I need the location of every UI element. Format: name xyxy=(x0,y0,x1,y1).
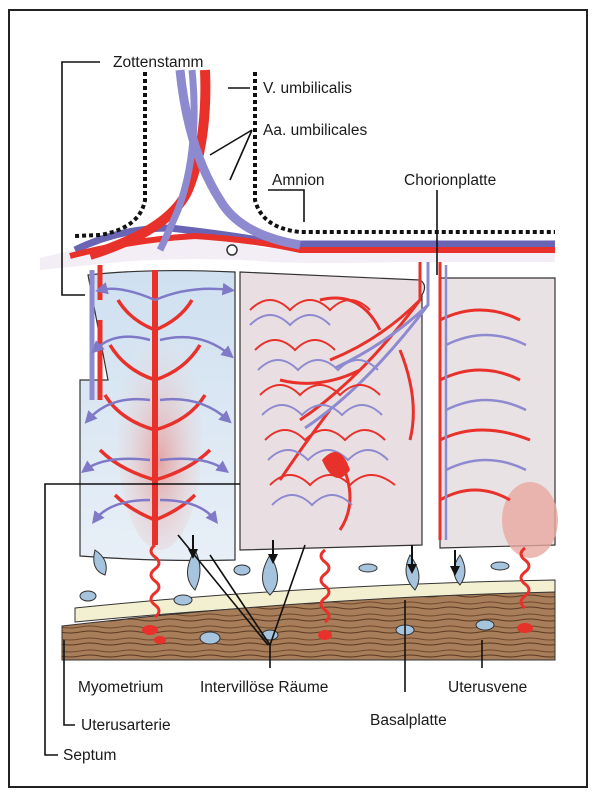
label-v-umbilicalis: V. umbilicalis xyxy=(263,80,352,97)
intervillous-space-right xyxy=(440,278,558,558)
label-uterusvene: Uterusvene xyxy=(448,679,527,696)
label-aa-umbilicales: Aa. umbilicales xyxy=(263,122,367,139)
label-intervillose-raume: Intervillöse Räume xyxy=(200,679,328,696)
label-myometrium: Myometrium xyxy=(78,679,163,696)
label-basalplatte: Basalplatte xyxy=(370,712,447,729)
label-zottenstamm: Zottenstamm xyxy=(113,54,203,71)
label-septum: Septum xyxy=(63,747,116,764)
label-uterusarterie: Uterusarterie xyxy=(81,717,171,734)
label-amnion: Amnion xyxy=(272,172,325,189)
umbilical-cord xyxy=(75,70,555,255)
label-chorionplatte: Chorionplatte xyxy=(404,172,496,189)
